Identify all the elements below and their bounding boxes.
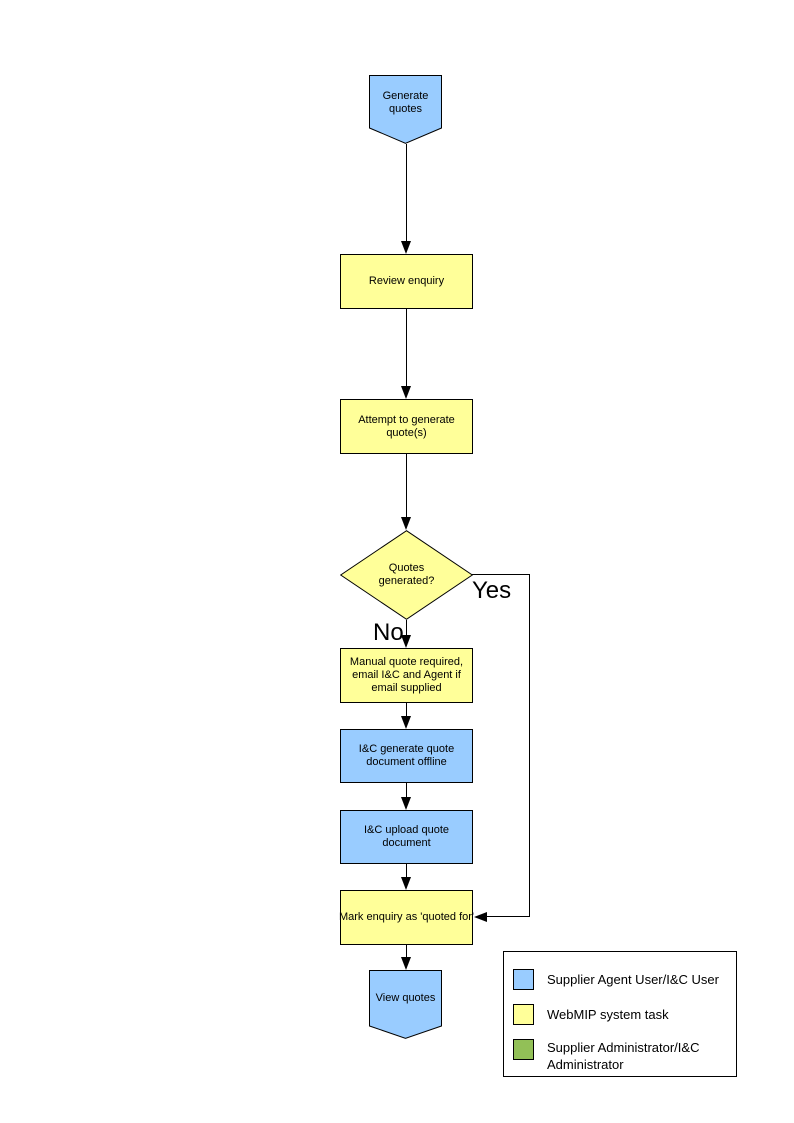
node-label: Quotes generated? [378, 562, 435, 587]
node-label: Manual quote required, email I&C and Age… [349, 656, 464, 694]
flow-node-mark-enquiry: Mark enquiry as 'quoted for' [338, 890, 475, 945]
edge-mark-to-end [406, 945, 407, 958]
flow-node-view-quotes: View quotes [369, 970, 442, 1039]
flow-node-ic-generate-offline: I&C generate quote document offline [340, 729, 473, 783]
arrowhead-down-icon [401, 386, 411, 399]
node-label: Mark enquiry as 'quoted for' [338, 911, 475, 923]
node-label: Review enquiry [368, 275, 445, 287]
legend-swatch-green [513, 1039, 534, 1060]
legend-item-webmip-system-task: WebMIP system task [513, 1004, 729, 1025]
flow-node-manual-quote: Manual quote required, email I&C and Age… [340, 648, 473, 703]
node-label: I&C generate quote document offline [358, 743, 455, 768]
edge-yes-segment-bottom [486, 916, 530, 917]
edge-yes-segment-vertical [529, 574, 530, 917]
pentagon-down-icon [369, 970, 442, 1039]
arrowhead-down-icon [401, 716, 411, 729]
arrowhead-down-icon [401, 517, 411, 530]
pentagon-down-icon [369, 75, 442, 144]
legend-item-supplier-agent-user: Supplier Agent User/I&C User [513, 969, 729, 990]
legend-item-supplier-administrator: Supplier Administrator/I&C Administrator [513, 1039, 729, 1073]
node-label: I&C upload quote document [363, 824, 449, 849]
arrowhead-down-icon [401, 797, 411, 810]
edge-manual-to-generate [406, 703, 407, 717]
edge-review-to-attempt [406, 309, 407, 387]
legend-swatch-yellow [513, 1004, 534, 1025]
legend-label: WebMIP system task [547, 1007, 669, 1022]
edge-decision-to-manual [406, 620, 407, 636]
legend-label: Supplier Agent User/I&C User [547, 972, 719, 987]
edge-label-yes: Yes [472, 577, 512, 604]
flow-node-attempt-generate: Attempt to generate quote(s) [340, 399, 473, 454]
edge-attempt-to-decision [406, 454, 407, 518]
edge-upload-to-mark [406, 864, 407, 878]
legend-box: Supplier Agent User/I&C User WebMIP syst… [503, 951, 737, 1077]
edge-yes-segment-top [470, 574, 530, 575]
arrowhead-down-icon [401, 957, 411, 970]
arrowhead-left-icon [474, 912, 487, 922]
legend-swatch-blue [513, 969, 534, 990]
edge-generate-to-upload [406, 783, 407, 798]
flow-node-quotes-generated: Quotes generated? [340, 530, 473, 620]
node-label: Attempt to generate quote(s) [358, 413, 455, 439]
diamond-icon [340, 530, 473, 620]
arrowhead-down-icon [401, 241, 411, 254]
flow-node-review-enquiry: Review enquiry [340, 254, 473, 309]
edge-label-no: No [373, 619, 404, 646]
legend-label: Supplier Administrator/I&C Administrator [547, 1040, 700, 1072]
node-label: View quotes [375, 992, 436, 1004]
node-label: Generate quotes [382, 90, 429, 115]
flow-node-ic-upload: I&C upload quote document [340, 810, 473, 864]
arrowhead-down-icon [401, 877, 411, 890]
arrowhead-down-icon [401, 635, 411, 648]
flow-node-generate-quotes: Generate quotes [369, 75, 442, 144]
edge-start-to-review [406, 144, 407, 242]
